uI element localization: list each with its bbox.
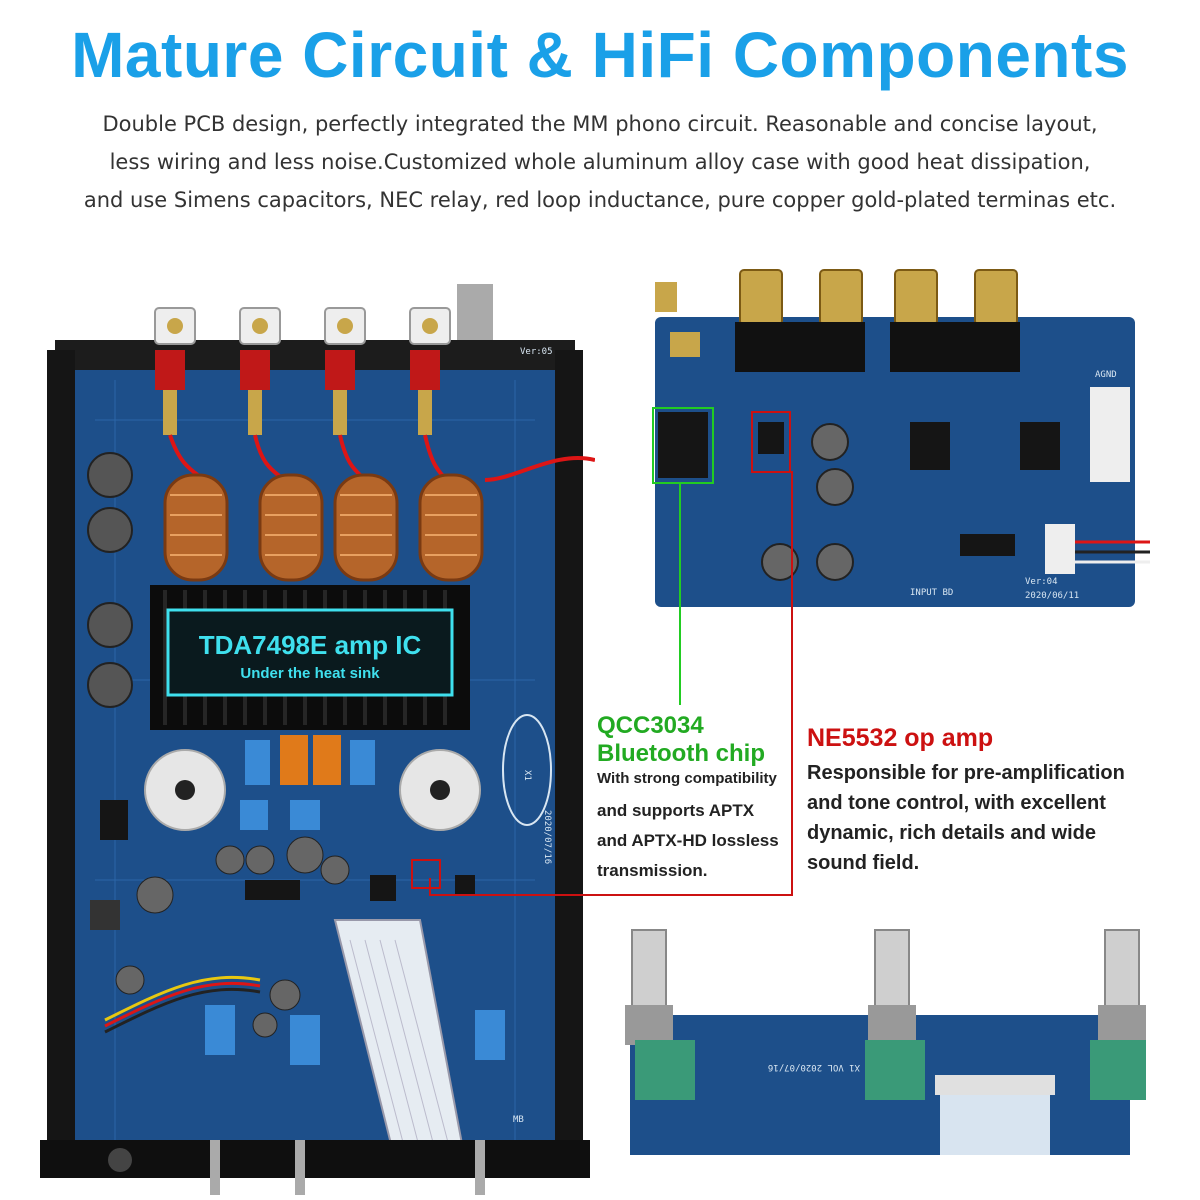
bluetooth-chip-desc-4: transmission. xyxy=(597,861,708,880)
opamp-desc-3: dynamic, rich details and wide xyxy=(807,822,1096,844)
volume-board-silk: X1 VOL 2020/07/16 xyxy=(768,1062,860,1072)
bluetooth-chip-desc-3: and APTX-HD lossless xyxy=(597,831,779,850)
input-board-name: INPUT BD xyxy=(910,588,953,598)
main-board-version: Ver:05 xyxy=(520,347,553,357)
bluetooth-chip-title-1: QCC3034 xyxy=(597,712,704,739)
description-line-1: Double PCB design, perfectly integrated … xyxy=(102,112,1098,136)
page-title: Mature Circuit & HiFi Components xyxy=(71,19,1129,91)
input-board-version: Ver:04 xyxy=(1025,577,1058,587)
bluetooth-chip-desc-2: and supports APTX xyxy=(597,801,755,820)
bluetooth-chip-title-2: Bluetooth chip xyxy=(597,740,765,767)
input-board-date: 2020/06/11 xyxy=(1025,591,1079,601)
bluetooth-chip-desc-1: With strong compatibility xyxy=(597,770,777,787)
input-board-agnd: AGND xyxy=(1095,370,1117,380)
opamp-desc-1: Responsible for pre-amplification xyxy=(807,762,1125,784)
main-amplifier-board-photo: TDA7498E amp IC Under the heat sink xyxy=(40,284,595,1195)
volume-board-photo: X1 VOL 2020/07/16 xyxy=(625,929,1146,1155)
main-board-x1: X1 xyxy=(522,770,532,781)
amp-ic-label: TDA7498E amp IC xyxy=(199,630,422,660)
amp-ic-sublabel: Under the heat sink xyxy=(240,665,380,682)
input-board-photo: AGND INPUT BD Ver:04 2020/06/11 xyxy=(652,269,1150,607)
description-line-3: and use Simens capacitors, NEC relay, re… xyxy=(83,188,1117,212)
opamp-desc-4: sound field. xyxy=(807,852,920,874)
opamp-title: NE5532 op amp xyxy=(807,724,994,752)
opamp-desc-2: and tone control, with excellent xyxy=(807,792,1106,814)
description-line-2: less wiring and less noise.Customized wh… xyxy=(109,150,1091,174)
main-board-mb: MB xyxy=(513,1115,524,1125)
main-board-date: 2020/07/16 xyxy=(542,810,552,864)
